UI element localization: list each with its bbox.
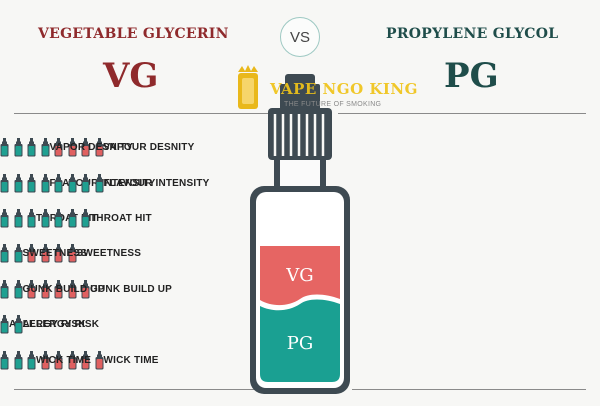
dropper-bottle-icon: [14, 279, 22, 298]
pg-rating-icons: [0, 137, 50, 157]
pg-property-label: SWEETNESS: [22, 247, 88, 259]
brand-tagline: THE FUTURE OF SMOKING: [284, 101, 382, 108]
dropper-bottle-icon: [95, 137, 103, 156]
divider-bottom-right: [352, 389, 586, 390]
dropper-bottle-icon: [14, 137, 22, 156]
pg-rating-icons: [0, 173, 104, 193]
dropper-bottle-icon: [68, 243, 76, 262]
bottle-vg-label: VG: [285, 265, 313, 286]
pg-property-label: FLAVOUR INTENSITY: [103, 177, 210, 189]
dropper-bottle-icon: [41, 137, 49, 156]
vs-badge: VS: [280, 17, 320, 57]
dropper-bottle-icon: [54, 137, 63, 156]
vg-property-label: SWEETNESS: [76, 247, 142, 259]
dropper-bottle-icon: [81, 350, 90, 369]
dropper-bottle-icon: [0, 243, 9, 262]
dropper-bottle-icon: [27, 243, 36, 262]
pg-property-row: GUNK BUILD UP: [0, 279, 105, 299]
dropper-bottle-icon: [14, 350, 22, 369]
dropper-bottle-icon: [68, 350, 76, 369]
brand-name: VAPE NGO KING: [270, 80, 418, 98]
vg-title: VEGETABLE GLYCERIN: [38, 26, 229, 42]
pg-rating-icons: [0, 243, 23, 263]
pg-property-row: ALLERGY RISK: [0, 314, 99, 334]
pg-property-label: GUNK BUILD UP: [22, 283, 105, 295]
dropper-bottle-icon: [54, 208, 63, 227]
crown-crest-icon: [238, 65, 258, 109]
vg-property-label: WICK TIME: [103, 354, 159, 366]
dropper-bottle-icon: [14, 208, 22, 227]
pg-property-row: WICK TIME: [0, 350, 91, 370]
dropper-bottle-icon: [41, 279, 49, 298]
pg-property-label: VAPOR DESNITY: [49, 141, 134, 153]
dropper-bottle-icon: [41, 208, 49, 227]
dropper-bottle-icon: [27, 208, 36, 227]
dropper-bottle-icon: [27, 279, 36, 298]
dropper-bottle-icon: [14, 173, 22, 192]
dropper-bottle-icon: [54, 279, 63, 298]
pg-property-row: VAPOR DESNITY: [0, 137, 133, 157]
dropper-bottle-icon: [68, 279, 76, 298]
pg-rating-icons: [0, 208, 90, 228]
dropper-bottle-icon: [41, 350, 49, 369]
dropper-bottle-icon: [68, 208, 76, 227]
dropper-bottle-icon: [95, 173, 103, 192]
pg-property-row: FLAVOUR INTENSITY: [0, 173, 210, 193]
pg-property-label: THROAT HIT: [90, 212, 152, 224]
divider-right: [338, 113, 586, 114]
dropper-bottle-icon: [41, 243, 49, 262]
pg-rating-icons: [0, 314, 23, 334]
dropper-bottle-icon: [0, 173, 9, 192]
brand-watermark: VAPE NGO KING THE FUTURE OF SMOKING: [230, 64, 417, 114]
vg-property-label: THROAT HIT: [36, 212, 98, 224]
dropper-bottle-icon: [14, 243, 22, 262]
dropper-bottle-icon: [0, 137, 9, 156]
dropper-bottle-icon: [0, 208, 9, 227]
pg-property-label: WICK TIME: [36, 354, 92, 366]
dropper-bottle-icon: [81, 173, 90, 192]
eliquid-bottle-illustration: VG PG: [250, 74, 350, 394]
dropper-bottle-icon: [95, 350, 103, 369]
dropper-bottle-icon: [27, 350, 36, 369]
vg-property-label: ALLERGY RISK: [9, 318, 86, 330]
dropper-bottle-icon: [81, 137, 90, 156]
divider-bottom-left: [14, 389, 262, 390]
vg-heading: VG: [103, 56, 159, 96]
dropper-bottle-icon: [41, 173, 49, 192]
pg-heading: PG: [444, 56, 499, 96]
pg-rating-icons: [0, 350, 36, 370]
pg-title: PROPYLENE GLYCOL: [386, 26, 559, 42]
pg-property-row: THROAT HIT: [0, 208, 152, 228]
vg-rating-icons: [0, 279, 90, 299]
dropper-bottle-icon: [0, 279, 9, 298]
dropper-bottle-icon: [54, 243, 63, 262]
pg-rating-icons: [0, 279, 23, 299]
bottle-pg-label: PG: [287, 333, 314, 354]
dropper-bottle-icon: [0, 314, 9, 333]
dropper-bottle-icon: [81, 279, 90, 298]
dropper-bottle-icon: [27, 137, 36, 156]
dropper-bottle-icon: [54, 350, 63, 369]
vg-property-row: GUNK BUILD UP: [0, 279, 172, 299]
vg-property-label: GUNK BUILD UP: [90, 283, 173, 295]
dropper-bottle-icon: [81, 208, 90, 227]
divider-left: [14, 113, 276, 114]
dropper-bottle-icon: [68, 137, 76, 156]
pg-property-row: SWEETNESS: [0, 243, 87, 263]
dropper-bottle-icon: [14, 314, 22, 333]
dropper-bottle-icon: [68, 173, 76, 192]
pg-property-label: ALLERGY RISK: [22, 318, 100, 330]
dropper-bottle-icon: [0, 350, 9, 369]
vg-property-label: VAPOUR DESNITY: [103, 141, 195, 153]
dropper-bottle-icon: [27, 173, 36, 192]
dropper-bottle-icon: [54, 173, 63, 192]
